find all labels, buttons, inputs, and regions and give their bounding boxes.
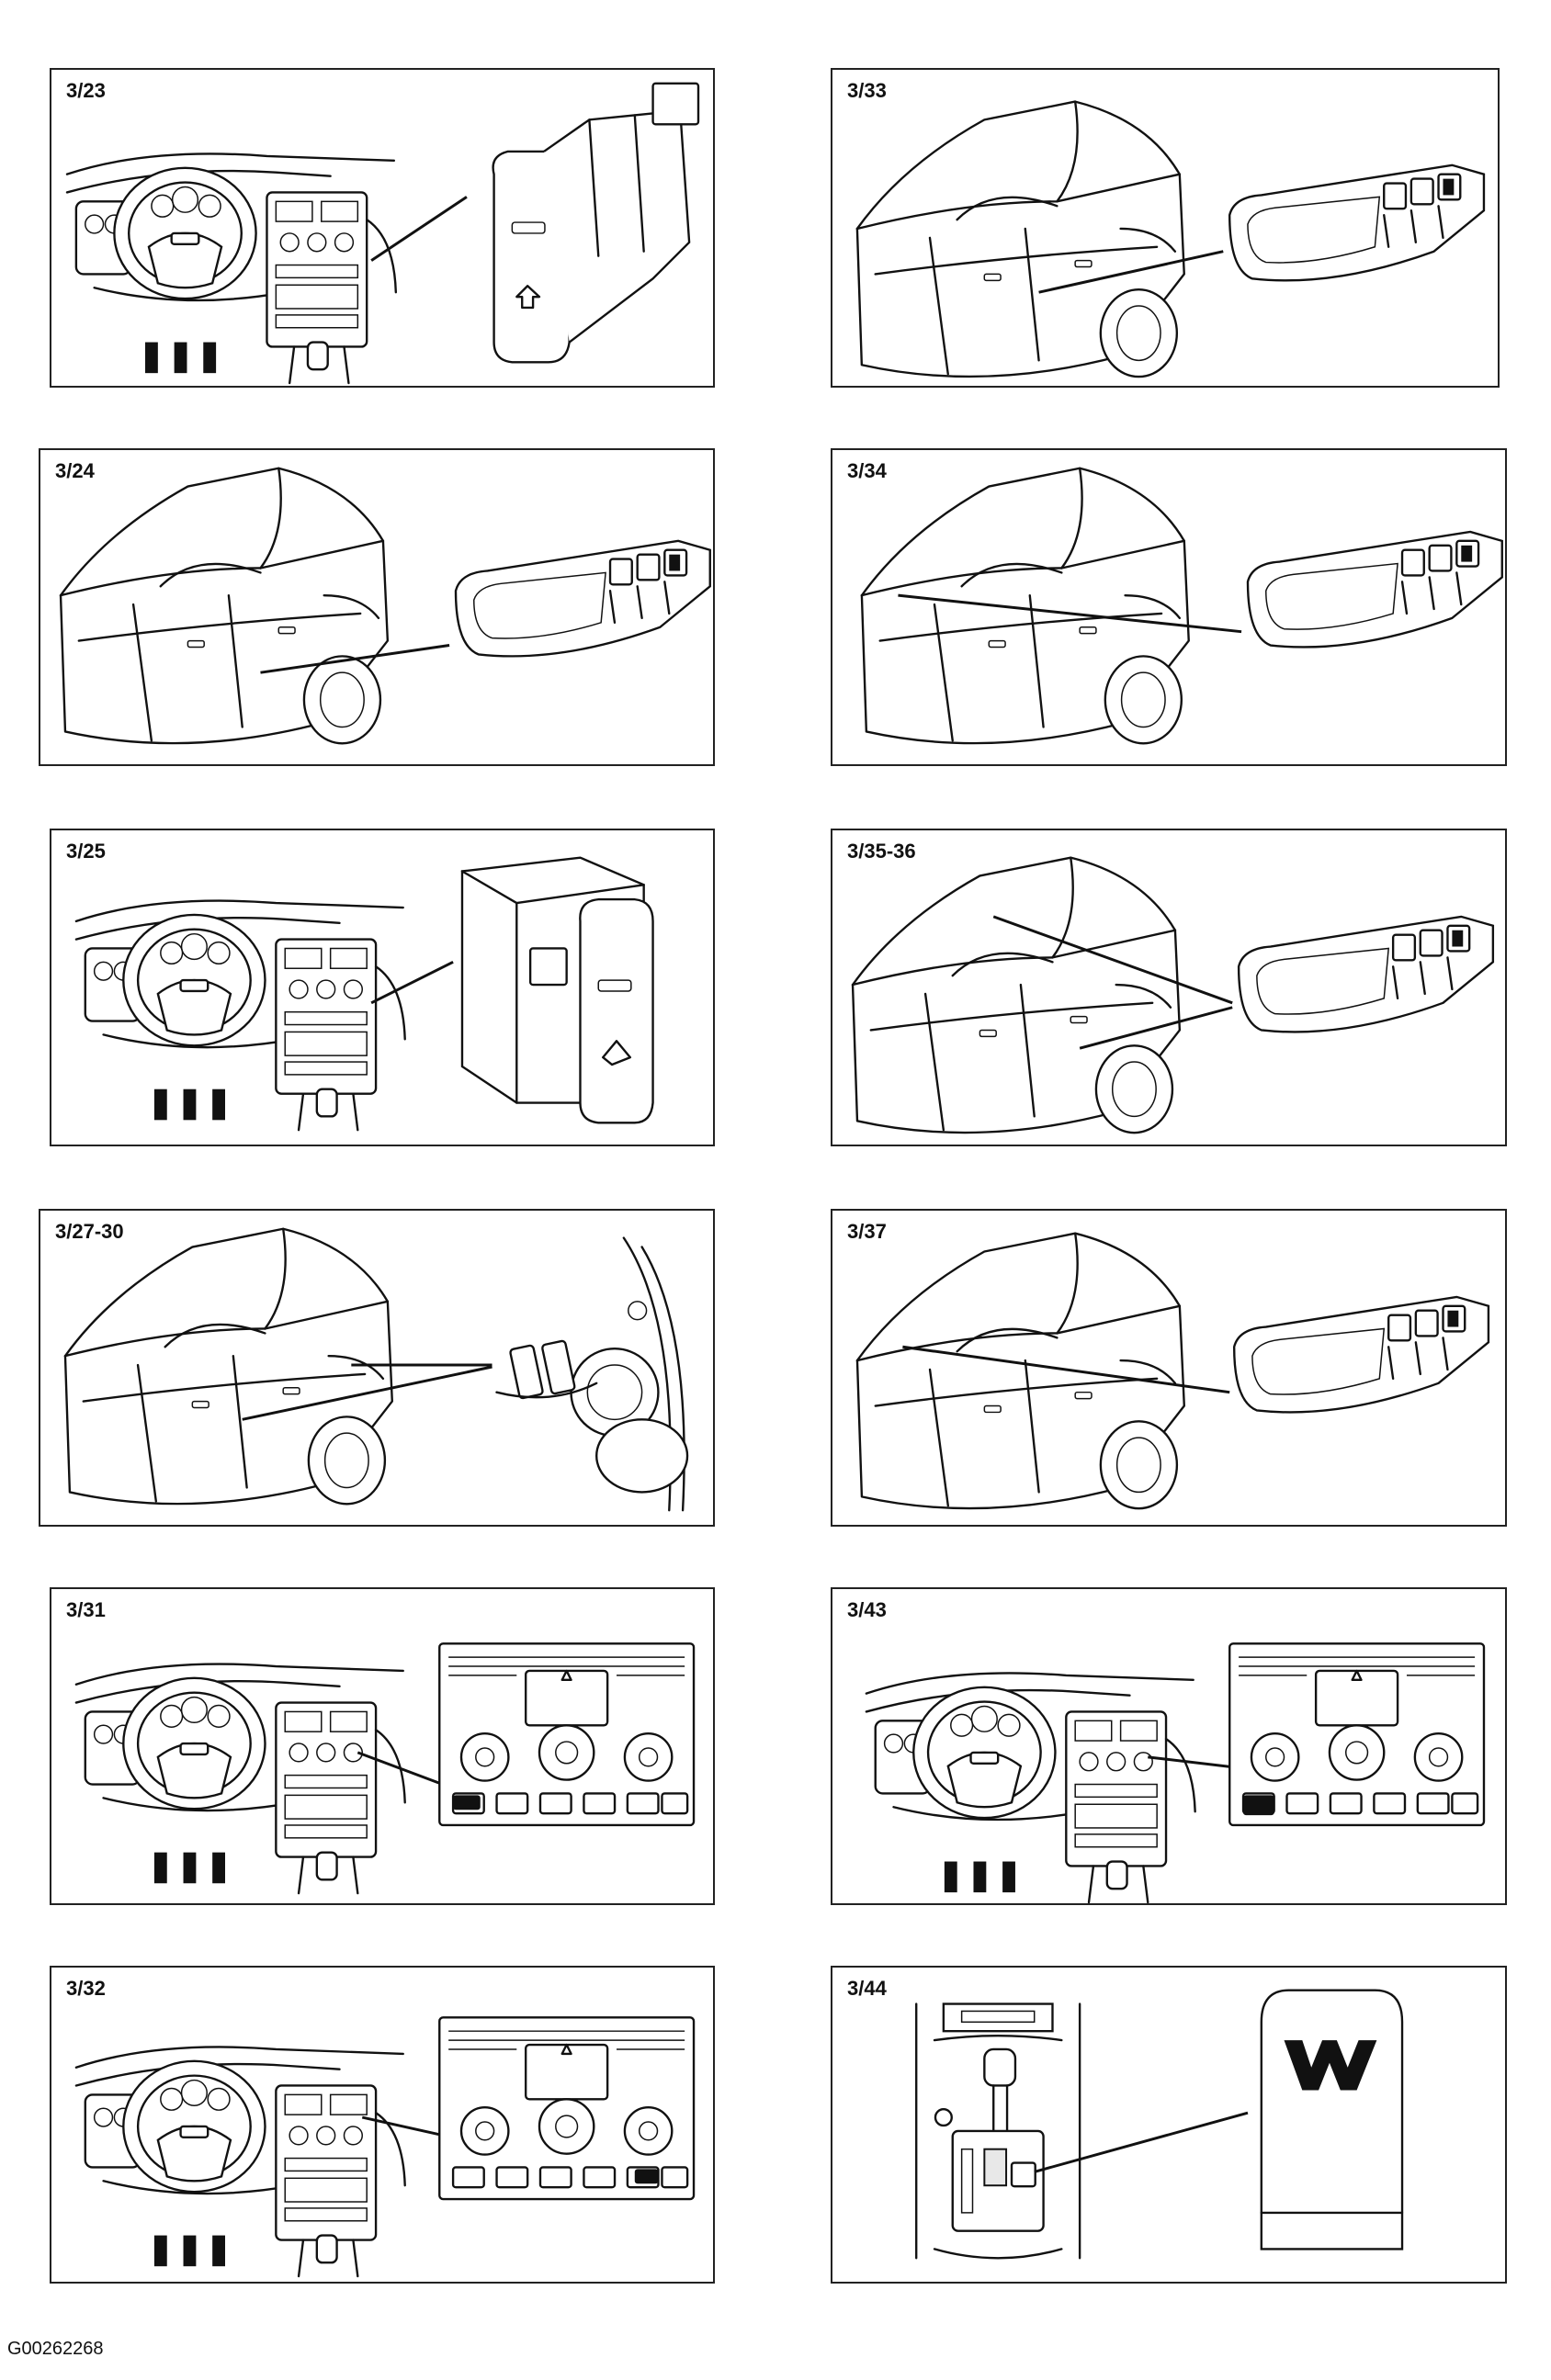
climate-control-switch-illustration xyxy=(74,2016,696,2278)
panel-label: 3/33 xyxy=(845,79,889,103)
climate-control-switch-illustration xyxy=(865,1642,1486,1903)
car-window-switch-illustration xyxy=(59,467,711,745)
panel-label: 3/44 xyxy=(845,1977,889,2001)
panel-3-31: 3/31 xyxy=(50,1587,715,1905)
panel-label: 3/25 xyxy=(64,840,108,863)
panel-3-43: 3/43 xyxy=(831,1587,1507,1905)
dashboard-switch-illustration xyxy=(65,82,700,385)
car-window-switch-illustration xyxy=(860,467,1503,745)
panel-3-25: 3/25 xyxy=(50,829,715,1146)
dashboard-switch-illustration xyxy=(74,856,654,1132)
panel-label: 3/27-30 xyxy=(53,1220,126,1244)
panel-3-24: 3/24 xyxy=(39,448,715,766)
climate-control-switch-illustration xyxy=(74,1642,696,1895)
panel-3-34: 3/34 xyxy=(831,448,1507,766)
panel-3-23: 3/23 xyxy=(50,68,715,388)
panel-3-27-30: 3/27-30 xyxy=(39,1209,715,1527)
center-console-icon xyxy=(915,2002,1081,2260)
panel-3-37: 3/37 xyxy=(831,1209,1507,1527)
panel-label: 3/23 xyxy=(64,79,108,103)
car-window-switch-illustration xyxy=(855,1232,1490,1510)
rocker-switch-icon xyxy=(492,82,700,364)
panel-label: 3/35-36 xyxy=(845,840,918,863)
panel-label: 3/32 xyxy=(64,1977,108,2001)
car-window-switch-illustration xyxy=(855,100,1486,378)
winter-mode-button-icon xyxy=(1260,1989,1404,2250)
panel-3-35-36: 3/35-36 xyxy=(831,829,1507,1146)
lock-knob-icon xyxy=(495,1236,689,1512)
panel-3-32: 3/32 xyxy=(50,1966,715,2284)
gear-selector-switch-illustration xyxy=(915,1989,1404,2260)
panel-label: 3/24 xyxy=(53,459,96,483)
rocker-switch-icon xyxy=(460,856,654,1124)
car-window-switch-illustration xyxy=(851,856,1495,1134)
panel-3-33: 3/33 xyxy=(831,68,1500,388)
figure-code: G00262268 xyxy=(7,2339,104,2359)
panel-3-44: 3/44 xyxy=(831,1966,1507,2284)
panel-label: 3/31 xyxy=(64,1598,108,1622)
panel-label: 3/34 xyxy=(845,459,889,483)
panel-label: 3/43 xyxy=(845,1598,889,1622)
door-lock-switch-illustration xyxy=(63,1227,689,1512)
panel-label: 3/37 xyxy=(845,1220,889,1244)
